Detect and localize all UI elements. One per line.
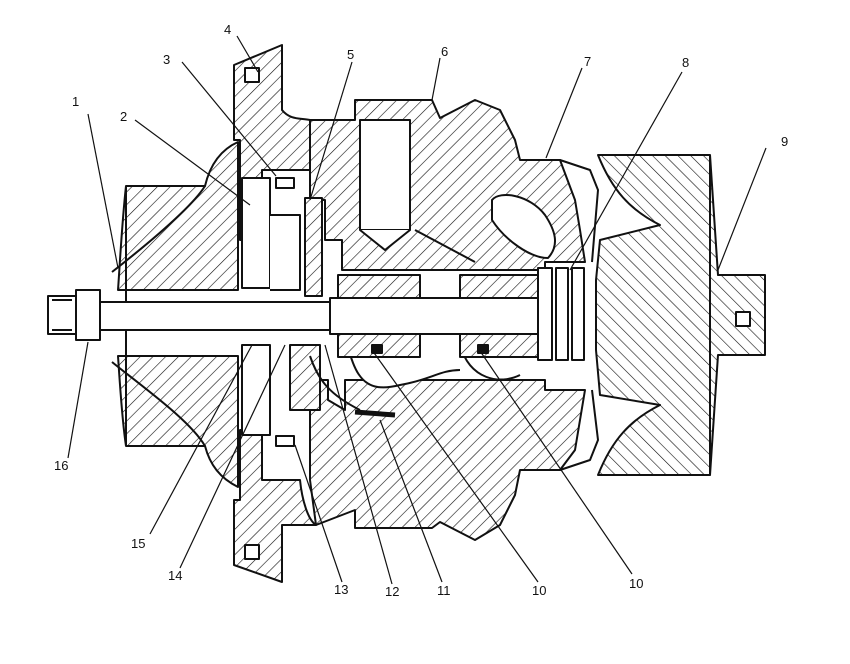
callout-7: 7 xyxy=(584,54,591,69)
thrust-bearing-assembly xyxy=(241,177,396,447)
callout-1: 1 xyxy=(72,94,79,109)
turbine-heat-shield xyxy=(520,159,599,471)
callout-2: 2 xyxy=(120,109,127,124)
callout-4: 4 xyxy=(224,22,231,37)
turbine-seal-rings xyxy=(537,267,585,361)
callout-5: 5 xyxy=(347,47,354,62)
callout-10-right: 10 xyxy=(629,576,643,591)
callout-6: 6 xyxy=(441,44,448,59)
callout-labels: 1 2 3 4 5 6 7 8 9 10 10 11 12 13 14 15 1… xyxy=(54,22,788,599)
callout-10-left: 10 xyxy=(532,583,546,598)
shaft xyxy=(99,297,546,335)
callout-12: 12 xyxy=(385,584,399,599)
callout-13: 13 xyxy=(334,582,348,597)
callout-15: 15 xyxy=(131,536,145,551)
callout-11: 11 xyxy=(437,583,451,598)
turbine-wheel xyxy=(595,154,766,476)
callout-9: 9 xyxy=(781,134,788,149)
callout-16: 16 xyxy=(54,458,68,473)
callout-14: 14 xyxy=(168,568,182,583)
callout-3: 3 xyxy=(163,52,170,67)
leader-lines xyxy=(67,35,767,585)
callout-8: 8 xyxy=(682,55,689,70)
shaft-nut xyxy=(47,289,101,341)
